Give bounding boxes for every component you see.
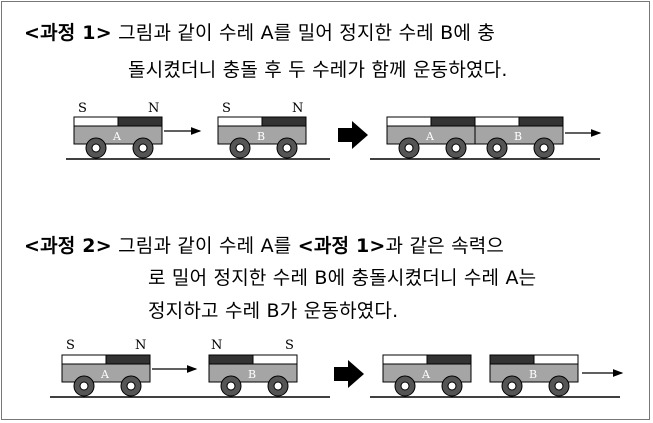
- cart-b: B: [208, 354, 298, 397]
- pole-label: S: [66, 338, 75, 353]
- process1-line1: <과정 1> 그림과 같이 수레 A를 밀어 정지한 수레 B에 충: [24, 18, 495, 45]
- pole-label: N: [292, 101, 303, 116]
- magnet-n-pole: [261, 116, 307, 127]
- process1-diagram: S N S N A B: [66, 101, 602, 160]
- wheel-hub: [126, 381, 136, 391]
- wheel-hub: [282, 143, 292, 153]
- wheel-hub: [79, 381, 89, 391]
- wheel-hub: [138, 143, 148, 153]
- pole-label: N: [135, 338, 146, 353]
- process2-text-line1b: 과 같은 속력으: [385, 235, 505, 257]
- process1-text-line2: 돌시켰더니 충돌 후 두 수레가 함께 운동하였다.: [128, 59, 508, 81]
- cart-b-after: B: [489, 354, 579, 397]
- cart-label: A: [421, 368, 431, 381]
- process2-diagram: S N N S A B: [50, 338, 624, 398]
- magnet-n-pole: [117, 116, 163, 127]
- wheel-hub: [235, 143, 245, 153]
- cart-a: A: [61, 354, 151, 397]
- magnet-s-pole: [217, 116, 263, 127]
- cart-a-after: A: [382, 354, 472, 397]
- wheel-hub: [447, 381, 457, 391]
- magnet-n-pole: [430, 116, 476, 127]
- magnet-s-pole: [73, 116, 119, 127]
- pole-label: N: [148, 101, 159, 116]
- process2-ref-label: <과정 1>: [297, 235, 386, 257]
- cart-a-after: A: [386, 116, 476, 159]
- transition-arrow-icon: [338, 121, 368, 149]
- process2-label: <과정 2>: [24, 235, 112, 257]
- process2-text-line3: 정지하고 수레 B가 운동하였다.: [148, 300, 399, 322]
- magnet-s-pole: [474, 116, 520, 127]
- cart-label: B: [514, 130, 522, 143]
- pole-label: S: [222, 101, 231, 116]
- pole-label: N: [211, 338, 222, 353]
- magnet-n-pole: [426, 354, 472, 365]
- wheel-hub: [91, 143, 101, 153]
- cart-label: B: [248, 368, 256, 381]
- magnet-s-pole: [252, 354, 298, 365]
- process2-text-line1a: 그림과 같이 수레 A를: [118, 235, 298, 257]
- cart-label: B: [529, 368, 537, 381]
- process2-text-line2: 로 밀어 정지한 수레 B에 충돌시켰더니 수레 A는: [148, 267, 537, 289]
- magnet-n-pole: [518, 116, 564, 127]
- pole-label: S: [78, 101, 87, 116]
- magnet-n-pole: [105, 354, 151, 365]
- wheel-hub: [226, 381, 236, 391]
- cart-label: A: [100, 368, 110, 381]
- wheel-hub: [404, 143, 414, 153]
- pole-label: S: [285, 338, 294, 353]
- magnet-n-pole: [208, 354, 254, 365]
- process1-text-line1: 그림과 같이 수레 A를 밀어 정지한 수레 B에 충: [118, 22, 496, 44]
- transition-arrow-icon: [334, 360, 364, 388]
- cart-b: B: [217, 116, 307, 159]
- cart-a: A: [73, 116, 163, 159]
- magnet-s-pole: [382, 354, 428, 365]
- wheel-hub: [539, 143, 549, 153]
- process2-line1: <과정 2> 그림과 같이 수레 A를 <과정 1>과 같은 속력으: [24, 231, 504, 258]
- cart-label: A: [425, 130, 435, 143]
- magnet-s-pole: [386, 116, 432, 127]
- wheel-hub: [554, 381, 564, 391]
- wheel-hub: [451, 143, 461, 153]
- magnet-s-pole: [61, 354, 107, 365]
- wheel-hub: [400, 381, 410, 391]
- cart-label: A: [112, 130, 122, 143]
- wheel-hub: [507, 381, 517, 391]
- process1-label: <과정 1>: [24, 22, 112, 44]
- magnet-n-pole: [489, 354, 535, 365]
- magnet-s-pole: [533, 354, 579, 365]
- cart-label: B: [257, 130, 265, 143]
- wheel-hub: [273, 381, 283, 391]
- wheel-hub: [492, 143, 502, 153]
- cart-b-after: B: [474, 116, 564, 159]
